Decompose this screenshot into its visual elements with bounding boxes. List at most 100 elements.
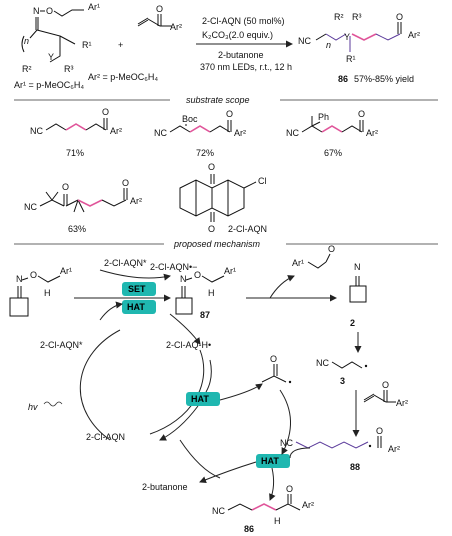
s1-yield: 71% (66, 148, 84, 158)
p-nc: NC (298, 36, 311, 46)
plus-sign: + (118, 40, 123, 50)
m86-h: H (274, 516, 281, 526)
ms-n: N (16, 274, 23, 284)
s3-yield: 67% (324, 148, 342, 158)
enone-ar2: Ar² (396, 398, 408, 408)
r1-r3: R³ (64, 64, 74, 74)
r1-r1: R¹ (82, 40, 92, 50)
mech-cat-excited-top: 2-Cl-AQN* (104, 258, 147, 268)
r2-ar2: Ar² (170, 22, 182, 32)
hat-box-3 (256, 454, 290, 468)
s2-oxygen: O (226, 109, 233, 119)
catalyst-structure: O O Cl 2-Cl-AQN (179, 162, 267, 234)
cat-oxygen-bottom: O (208, 224, 215, 234)
ms-ar1: Ar¹ (60, 266, 72, 276)
mechanism-title: proposed mechanism (173, 239, 261, 249)
p-r1: R¹ (346, 54, 356, 64)
hat-label-1: HAT (127, 302, 145, 312)
ar1-definition: Ar¹ = p-MeOC₆H₄ (14, 80, 84, 90)
s4-oxygen: O (122, 178, 129, 188)
p-y: Y (344, 32, 350, 42)
m86-label: 86 (244, 524, 254, 534)
r1-ar1: Ar¹ (88, 2, 100, 12)
m88-label: 88 (350, 462, 360, 472)
s3-ar: Ar² (366, 128, 378, 138)
s3-ph: Ph (318, 112, 329, 122)
p-oxygen: O (396, 12, 403, 22)
mech-87: N O H Ar¹ 87 (175, 266, 236, 320)
s4-ar: Ar² (130, 196, 142, 206)
mech-butanone-radical: O (261, 354, 292, 384)
scope-item-2: Boc NC O Ar² 72% (154, 109, 246, 158)
m2-label: 2 (350, 318, 355, 328)
m87-n: N (180, 274, 187, 284)
m87-label: 87 (200, 310, 210, 320)
cond-light: 370 nm LEDs, r.t., 12 h (200, 62, 292, 72)
cat-label: 2-Cl-AQN (228, 224, 267, 234)
cyc-butanone: 2-butanone (142, 482, 188, 492)
m86-o: O (286, 484, 293, 494)
s2-yield: 72% (196, 148, 214, 158)
hv-label: hv (28, 402, 38, 412)
cond-base: K₂CO₃(2.0 equiv.) (202, 30, 273, 40)
s4-oxygen-ketone: O (62, 182, 69, 192)
reactant-1: O Ar¹ N n R¹ Y R² R³ Ar¹ = p-MeOC₆H₄ (14, 2, 100, 90)
cat-cl: Cl (258, 176, 267, 186)
catalytic-cycle: 2-Cl-AQN* 2-Cl-AQ-H• hv 2-Cl-AQN 2-butan… (28, 329, 211, 492)
enone-o: O (382, 380, 389, 390)
r1-n-index: n (24, 36, 29, 46)
cond-catalyst: 2-Cl-AQN (50 mol%) (202, 16, 285, 26)
cyc-cat-excited: 2-Cl-AQN* (40, 340, 83, 350)
cyc-cat-h: 2-Cl-AQ-H• (166, 340, 211, 350)
m3-nc: NC (316, 358, 329, 368)
ar2-definition: Ar² = p-MeOC₆H₄ (88, 72, 158, 82)
set-box (122, 282, 156, 296)
m87-o: O (194, 270, 201, 280)
mech-enone: O Ar² (363, 380, 408, 408)
hat-label-2: HAT (191, 394, 209, 404)
cyc-cat-ground: 2-Cl-AQN (86, 432, 125, 442)
ms-o: O (30, 270, 37, 280)
mech-cat-radical-anion: 2-Cl-AQN•− (150, 262, 197, 272)
s4-yield: 63% (68, 224, 86, 234)
m2-n: N (354, 262, 361, 272)
s2-ar: Ar² (234, 128, 246, 138)
p-r3: R³ (352, 12, 362, 22)
r1-r2: R² (22, 64, 32, 74)
mech-substrate: N O H Ar¹ (9, 266, 72, 317)
p-yield: 57%-85% yield (354, 74, 414, 84)
s1-nc: NC (30, 126, 43, 136)
s3-oxygen: O (358, 109, 365, 119)
cond-solvent: 2-butanone (218, 50, 264, 60)
m88-ar2: Ar² (388, 444, 400, 454)
reactant-2: O Ar² Ar² = p-MeOC₆H₄ (88, 4, 182, 82)
hat-box-1 (122, 300, 156, 314)
hat-box-2 (186, 392, 220, 406)
hat-label-3: HAT (261, 456, 279, 466)
s3-nc: NC (286, 128, 299, 138)
mech-3: NC 3 (316, 358, 368, 386)
mech-86: NC O H Ar² 86 (212, 484, 314, 534)
conditions: 2-Cl-AQN (50 mol%) K₂CO₃(2.0 equiv.) 2-b… (196, 16, 293, 72)
s1-ar: Ar² (110, 126, 122, 136)
but-o: O (270, 354, 277, 364)
r1-oxygen: O (46, 6, 53, 16)
s2-nc: NC (154, 128, 167, 138)
m86-ar2: Ar² (302, 500, 314, 510)
ms-h: H (44, 288, 51, 298)
p-label-86: 86 (338, 74, 348, 84)
substrate-scope-title: substrate scope (186, 95, 250, 105)
product-86: NC R² R³ n Y R¹ O Ar² 86 57%-85% yield (298, 12, 420, 84)
cat-oxygen-top: O (208, 162, 215, 172)
s2-boc: Boc (182, 114, 198, 124)
m87-ar1: Ar¹ (224, 266, 236, 276)
mech-2: N 2 (349, 262, 367, 328)
scope-item-1: NC O Ar² 71% (30, 107, 122, 158)
p-r2: R² (334, 12, 344, 22)
r1-nitrogen: N (33, 6, 40, 16)
p-ar2: Ar² (408, 30, 420, 40)
r2-oxygen: O (156, 4, 163, 14)
set-label: SET (128, 284, 146, 294)
